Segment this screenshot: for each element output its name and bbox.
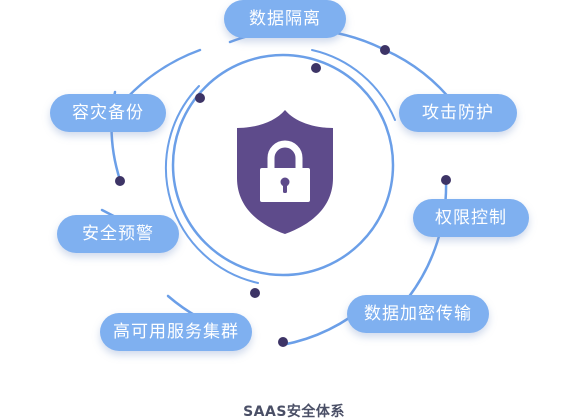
dot [195, 93, 205, 103]
shield-lock-icon [237, 110, 333, 234]
dot [278, 337, 288, 347]
feature-attack-protection: 攻击防护 [399, 94, 517, 132]
diagram-caption: SAAS安全体系 [243, 404, 345, 420]
inner-ring-arc-2 [311, 49, 396, 121]
feature-data-isolation: 数据隔离 [224, 0, 346, 38]
dot [380, 45, 390, 55]
feature-disaster-backup: 容灾备份 [50, 94, 166, 132]
inner-ring-outer [171, 53, 395, 277]
outer-ring-arc-lower-right [406, 178, 448, 300]
feature-access-control: 权限控制 [413, 199, 529, 237]
dot [115, 176, 125, 186]
inner-ring-arc [164, 85, 259, 284]
dot [441, 175, 451, 185]
feature-encrypted-transmission: 数据加密传输 [347, 295, 489, 333]
dot [250, 288, 260, 298]
dot [311, 63, 321, 73]
feature-security-alert: 安全预警 [57, 215, 179, 253]
feature-ha-cluster: 高可用服务集群 [100, 313, 252, 351]
